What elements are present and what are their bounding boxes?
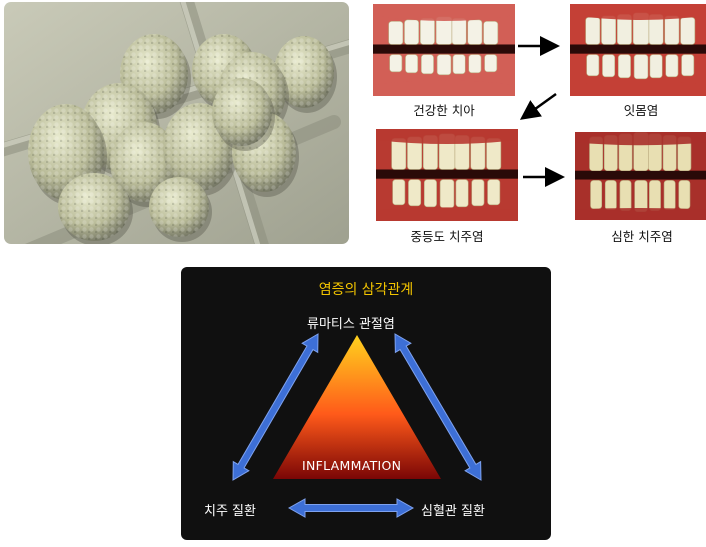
stage-label-gingivitis: 잇몸염 xyxy=(623,103,659,118)
stage-label-moderate: 중등도 치주염 xyxy=(410,229,484,244)
moderate-periodontitis-photo xyxy=(376,129,518,221)
panel-title: 염증의 삼각관계 xyxy=(318,282,414,298)
teeth-photo-art xyxy=(373,4,515,96)
node-rheumatoid-arthritis: 류마티스 관절염 xyxy=(307,317,395,332)
severe-periodontitis-photo xyxy=(575,132,706,224)
bacteria-cell xyxy=(58,173,133,244)
progression-arrows xyxy=(518,36,565,187)
bacteria-cell xyxy=(274,36,337,113)
arrow-periodontal-cardio-icon xyxy=(287,498,415,518)
node-cardiovascular-disease: 심혈관 질환 xyxy=(421,504,485,519)
teeth-photo-art xyxy=(570,4,706,96)
node-periodontal-disease: 치주 질환 xyxy=(204,504,256,519)
arrow-ra-cardio-icon xyxy=(394,333,482,481)
stage-label-severe: 심한 치주염 xyxy=(611,229,673,244)
bacteria-micrograph-image xyxy=(4,2,349,244)
bacteria-cell xyxy=(149,177,212,242)
triangle-graphic xyxy=(232,333,482,518)
inflammation-label: INFLAMMATION xyxy=(302,458,402,473)
arrow-ra-periodontal-icon xyxy=(232,333,319,481)
teeth-photo-art xyxy=(376,129,518,221)
healthy-teeth-photo xyxy=(373,4,515,96)
bacteria-cell xyxy=(212,78,275,151)
inflammation-triangle xyxy=(273,335,441,479)
gingivitis-photo xyxy=(570,4,706,96)
arrow-down-left-icon xyxy=(519,92,557,120)
stage-label-healthy: 건강한 치아 xyxy=(413,103,475,118)
teeth-photo-art xyxy=(575,132,706,220)
inflammation-triangle-panel: 염증의 삼각관계 류마티스 관절염 치주 질환 심혈관 질환 INFLAMMAT… xyxy=(181,267,551,540)
